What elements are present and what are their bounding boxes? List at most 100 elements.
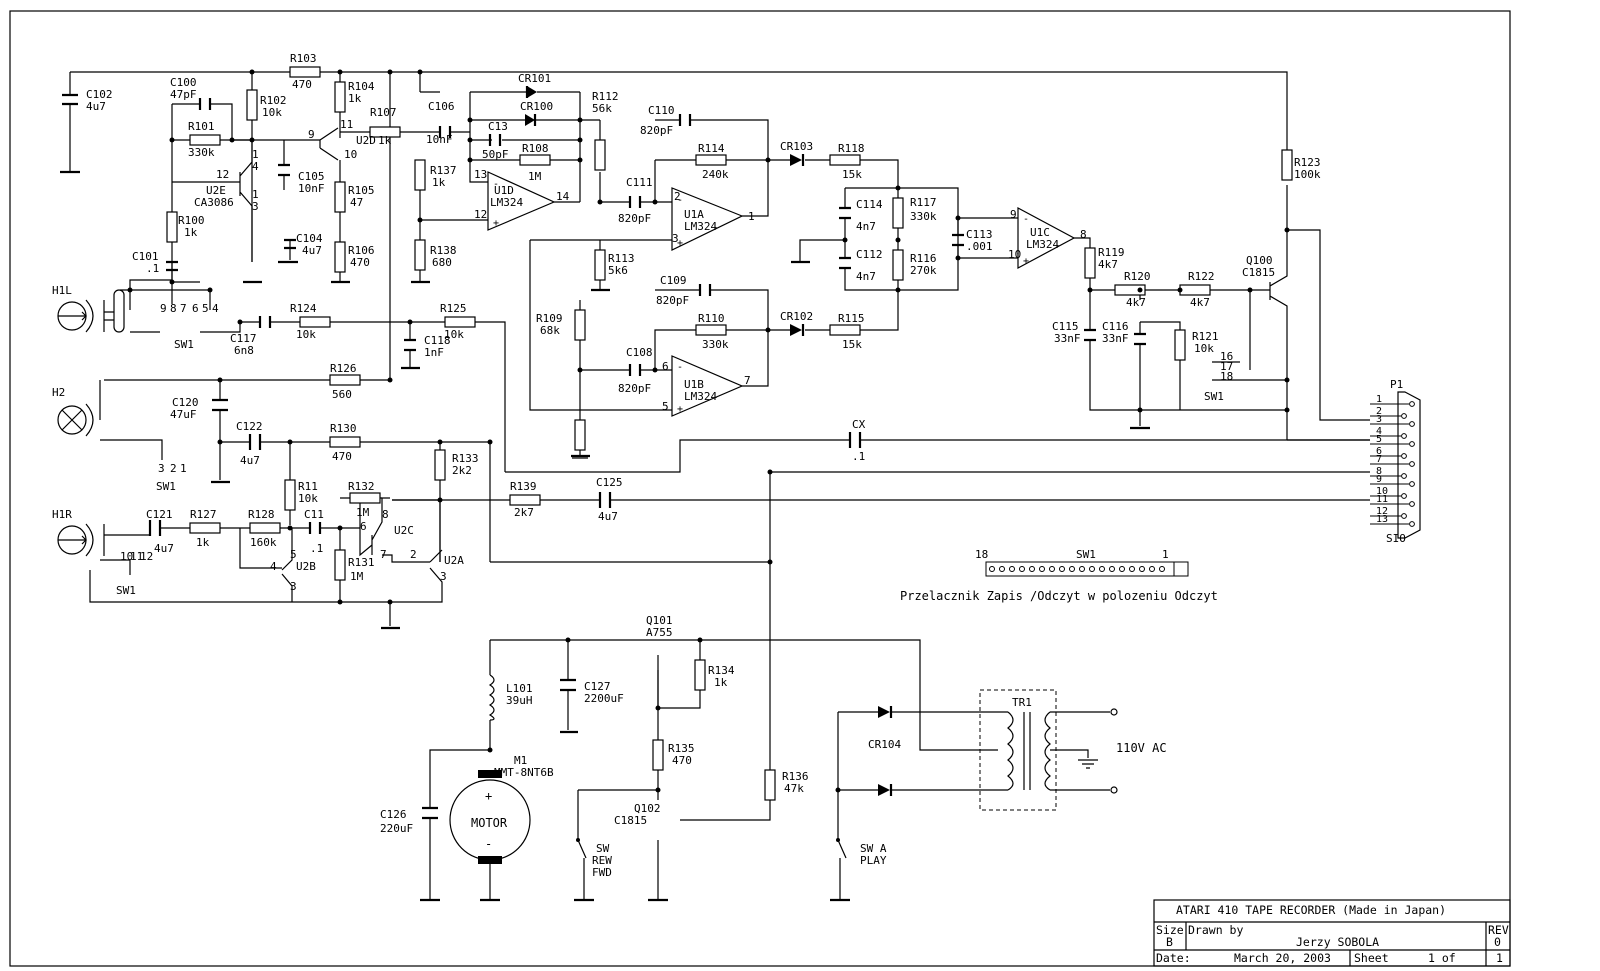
label-r134v: 1k <box>714 676 728 689</box>
title-text: ATARI 410 TAPE RECORDER (Made in Japan) <box>1176 903 1446 917</box>
label-sw9: 9 <box>160 302 167 315</box>
label-c100: C100 <box>170 76 197 89</box>
connector-pin-number: 2 <box>1376 406 1382 417</box>
junction-dot <box>597 199 603 205</box>
label-sw3: 3 <box>158 462 165 475</box>
junction-dot <box>467 137 473 143</box>
label-p12a: 12 <box>216 168 229 181</box>
label-r127: R127 <box>190 508 217 521</box>
motor-symbol: + - <box>449 770 531 864</box>
label-u2d: U2D <box>356 134 376 147</box>
connector-pin <box>1409 401 1415 407</box>
junction-dot <box>1177 287 1183 293</box>
label-p3b: 3 <box>672 232 679 245</box>
op-amps: -+ -+ -+ -+ <box>487 171 1076 417</box>
label-sw8: 8 <box>170 302 177 315</box>
label-c118: C118 <box>424 334 451 347</box>
label-r108: R108 <box>522 142 549 155</box>
label-u2c: U2C <box>394 524 414 537</box>
sw1-header-pin <box>1109 566 1115 572</box>
junction-dot <box>955 215 961 221</box>
label-l101: L101 <box>506 682 533 695</box>
label-c127v: 2200uF <box>584 692 624 705</box>
label-sw7: 7 <box>180 302 187 315</box>
label-r112v: 56k <box>592 102 612 115</box>
label-p5: 5 <box>662 400 669 413</box>
label-r109: R109 <box>536 312 563 325</box>
label-c115: C115 <box>1052 320 1079 333</box>
sw1-header-left: 18 <box>975 548 988 561</box>
connector-pin <box>1409 421 1415 427</box>
connector-pin <box>1401 513 1407 519</box>
capacitors <box>62 93 1146 820</box>
label-r11v: 10k <box>298 492 318 505</box>
label-c116v: 33nF <box>1102 332 1129 345</box>
sw1-header-pin <box>1009 566 1015 572</box>
label-sw1b: SW1 <box>1204 390 1224 403</box>
sw1-header-pin <box>1019 566 1025 572</box>
sw1-header-pin <box>1089 566 1095 572</box>
label-r135v: 470 <box>672 754 692 767</box>
junction-dot <box>169 137 175 143</box>
label-c114v: 4n7 <box>856 220 876 233</box>
label-c115v: 33nF <box>1054 332 1081 345</box>
label-u2e: U2E <box>206 184 226 197</box>
connector-pin <box>1409 441 1415 447</box>
sheet-total: 1 <box>1496 951 1503 965</box>
label-u1b: U1B <box>684 378 704 391</box>
label-r131v: 1M <box>350 570 364 583</box>
switch-note: Przelacznik Zapis /Odczyt w polozeniu Od… <box>900 589 1218 603</box>
junction-dot <box>487 747 493 753</box>
date-value: March 20, 2003 <box>1234 951 1331 965</box>
junction-dot <box>895 237 901 243</box>
label-r126v: 560 <box>332 388 352 401</box>
label-r128v: 160k <box>250 536 277 549</box>
sw1-header-pin <box>1139 566 1145 572</box>
label-q102: Q102 <box>634 802 661 815</box>
label-lm4: LM324 <box>684 390 717 403</box>
junction-dot <box>577 137 583 143</box>
label-c100v: 47pF <box>170 88 197 101</box>
label-r133v: 2k2 <box>452 464 472 477</box>
label-lm3: LM324 <box>1026 238 1059 251</box>
junction-dot <box>437 439 443 445</box>
label-sw5: 5 <box>202 302 209 315</box>
label-r121: R121 <box>1192 330 1219 343</box>
junction-dot <box>287 525 293 531</box>
label-sw11: 11 <box>130 550 143 563</box>
connector-pin <box>1409 521 1415 527</box>
connector-pin-number: 6 <box>1376 446 1382 457</box>
svg-text:-: - <box>677 195 683 206</box>
label-c114: C114 <box>856 198 883 211</box>
label-c109: C109 <box>660 274 687 287</box>
label-p1a: 1 <box>252 148 259 161</box>
sw1-header-pin <box>989 566 995 572</box>
label-r119: R119 <box>1098 246 1125 259</box>
label-m1: M1 <box>514 754 527 767</box>
label-r105: R105 <box>348 184 375 197</box>
label-h2: H2 <box>52 386 65 399</box>
label-c126v: 220uF <box>380 822 413 835</box>
sw1-header-pin <box>1049 566 1055 572</box>
wires <box>69 71 1370 900</box>
sw1-header-pin <box>1039 566 1045 572</box>
label-p1b: 1 <box>252 188 259 201</box>
sw1-header-pin <box>1029 566 1035 572</box>
junction-dot <box>765 327 771 333</box>
label-r120v: 4k7 <box>1126 296 1146 309</box>
junction-dot <box>217 439 223 445</box>
label-sw1n: 1 <box>180 462 187 475</box>
label-cr100: CR100 <box>520 100 553 113</box>
label-u2a: U2A <box>444 554 464 567</box>
connector-pin-number: 9 <box>1376 474 1382 485</box>
label-c105v: 10nF <box>298 182 325 195</box>
label-c125: C125 <box>596 476 623 489</box>
junction-dot <box>467 157 473 163</box>
connector-pin <box>1409 481 1415 487</box>
label-c104: C104 <box>296 232 323 245</box>
label-tr1: TR1 <box>1012 696 1032 709</box>
junction-dot <box>169 279 175 285</box>
label-c126: C126 <box>380 808 407 821</box>
junction-dot <box>1137 287 1143 293</box>
label-c101v: .1 <box>146 262 159 275</box>
